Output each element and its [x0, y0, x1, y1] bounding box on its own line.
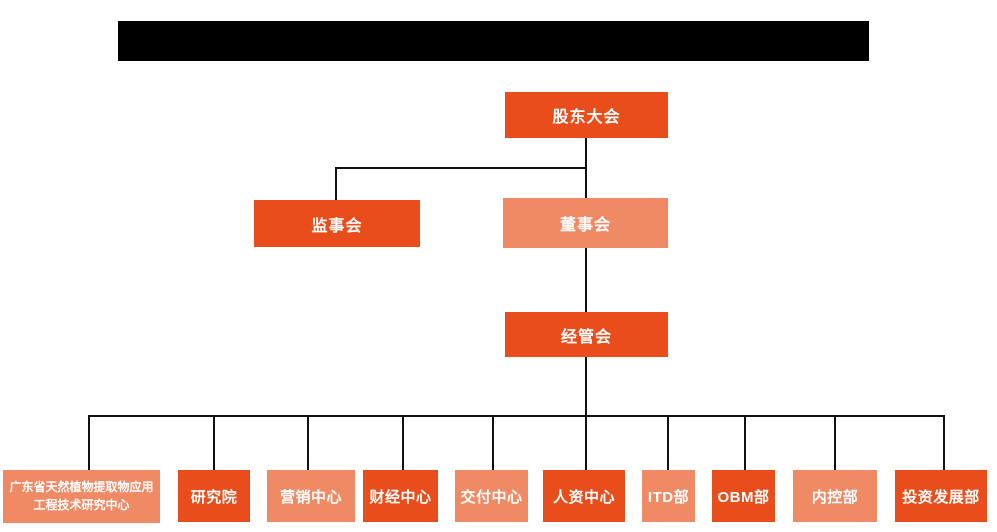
org-node-dept-internal-control: 内控部	[793, 470, 877, 522]
connector-drop-dept-4	[402, 415, 404, 470]
connector-drop-dept-7	[667, 415, 669, 470]
connector-drop-dept-1	[88, 415, 90, 470]
org-node-dept-research-institute: 研究院	[178, 470, 250, 522]
connector-drop-dept-2	[213, 415, 215, 470]
connector-drop-dept-9	[834, 415, 836, 470]
org-node-dept-marketing-center: 营销中心	[267, 470, 355, 522]
org-node-dept-hr-center: 人资中心	[543, 470, 625, 522]
connector-to-supervisory	[335, 167, 337, 200]
org-node-dept-finance-center: 财经中心	[363, 470, 438, 522]
connector-drop-dept-8	[744, 415, 746, 470]
connector-drop-dept-5	[492, 415, 494, 470]
connector-departments-horizontal	[88, 415, 945, 417]
connector-board-to-management	[585, 248, 587, 312]
org-node-board-of-directors: 董事会	[503, 198, 668, 248]
org-node-dept-itd: ITD部	[642, 470, 695, 522]
org-node-shareholders-meeting: 股东大会	[505, 92, 668, 138]
connector-level2-horizontal	[335, 167, 587, 169]
org-node-management-committee: 经管会	[505, 312, 668, 357]
redacted-title-bar	[118, 21, 869, 61]
connector-management-to-departments	[585, 357, 587, 470]
org-node-dept-obm: OBM部	[712, 470, 775, 522]
org-node-supervisory-board: 监事会	[254, 200, 420, 247]
connector-drop-dept-10	[943, 415, 945, 470]
org-node-dept-investment-development: 投资发展部	[895, 470, 987, 522]
connector-drop-dept-3	[307, 415, 309, 470]
org-node-dept-delivery-center: 交付中心	[455, 470, 528, 522]
org-node-dept-research-center: 广东省天然植物提取物应用工程技术研究中心	[3, 470, 160, 523]
